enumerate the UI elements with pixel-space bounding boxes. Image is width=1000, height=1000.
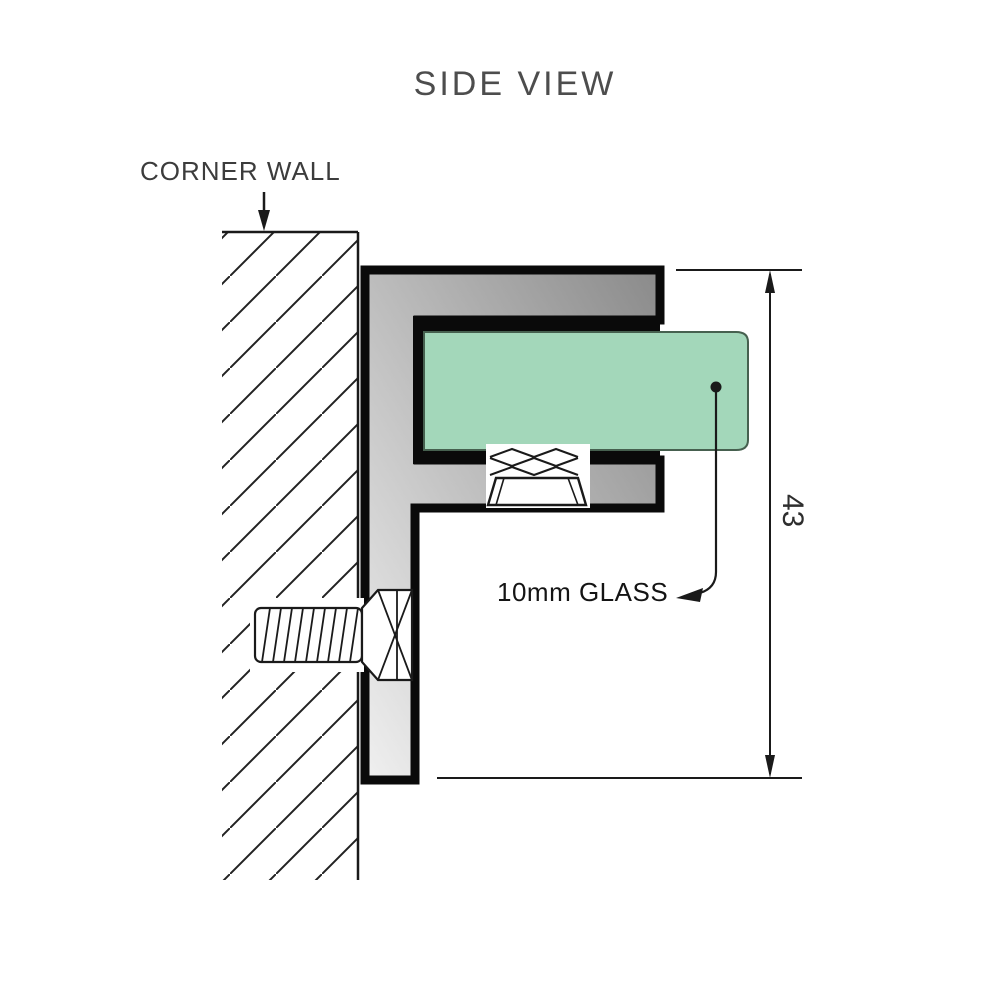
glass-label: 10mm GLASS xyxy=(497,577,668,607)
wall-hatching xyxy=(222,232,358,880)
leader-arrow-icon xyxy=(676,588,703,602)
diagram-title: SIDE VIEW xyxy=(414,65,617,103)
dimension-value: 43 xyxy=(776,494,809,527)
screw-head xyxy=(360,588,414,682)
glass-panel xyxy=(423,331,749,451)
mounting-screw xyxy=(250,588,414,682)
corner-wall-arrow-icon xyxy=(258,192,270,231)
grub-screw xyxy=(486,444,590,508)
corner-wall-label: CORNER WALL xyxy=(140,156,341,186)
screw-threads xyxy=(261,607,359,663)
glass-leader-line xyxy=(676,381,722,602)
leader-dot xyxy=(710,381,722,393)
dimension-arrow-down-icon xyxy=(765,755,775,778)
dimension-43: 43 xyxy=(437,269,809,779)
dimension-arrow-up-icon xyxy=(765,270,775,293)
